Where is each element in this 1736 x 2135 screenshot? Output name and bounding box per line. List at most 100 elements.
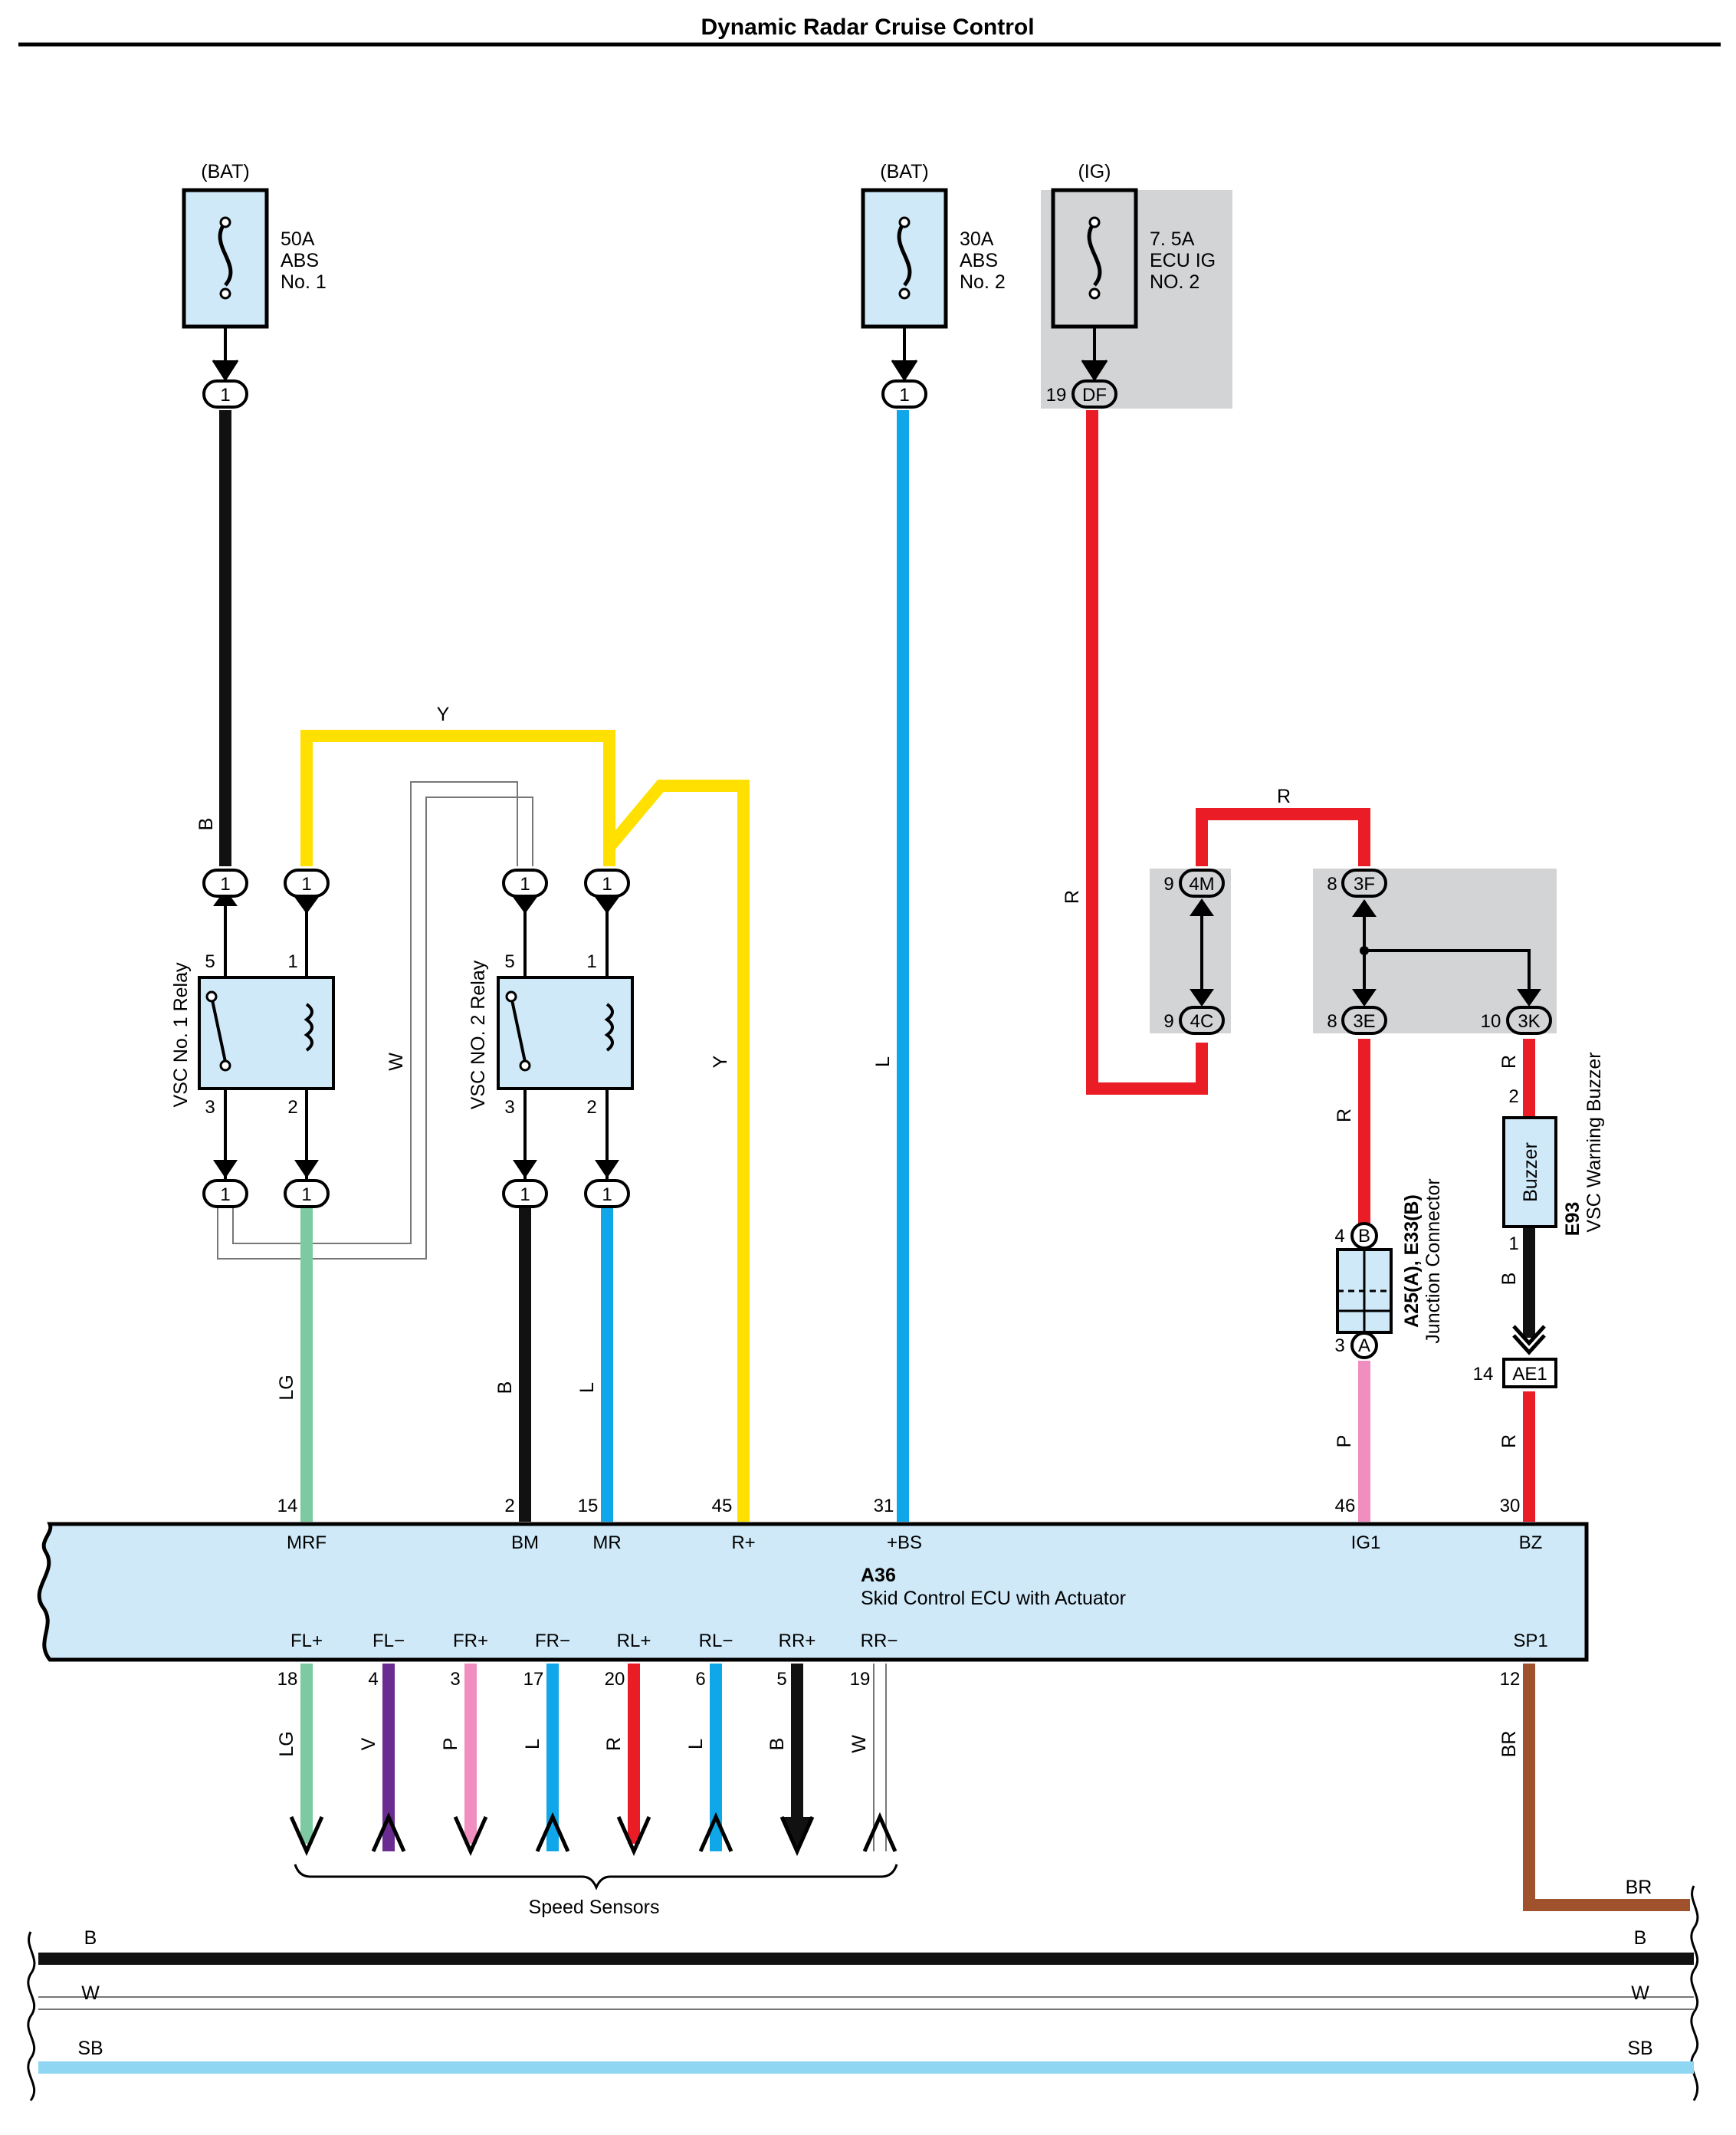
relay-name: VSC NO. 2 Relay [468,960,489,1109]
page-title: Dynamic Radar Cruise Control [701,15,1034,40]
svg-text:3: 3 [205,1097,215,1118]
junction-3f-3e-3k: 3F 8 3E 8 3K 10 [1313,869,1557,1035]
connector-pin [1071,379,1117,409]
wire-label-y: Y [710,1055,731,1068]
connector-pin [502,869,548,898]
fuse-abs-no1: (BAT) 50A ABS No. 1 1 [182,161,327,409]
junction-4m-4c: 4M 9 4C 9 [1150,869,1231,1035]
svg-text:1: 1 [520,1184,530,1205]
fuse-rating: 50A [281,228,315,250]
arrow-up-icon [698,1811,733,1853]
svg-text:1: 1 [899,385,909,406]
connector-pin [584,1179,630,1208]
svg-text:14: 14 [1473,1364,1494,1384]
svg-text:1: 1 [602,1184,612,1205]
arrow-down-icon [212,360,239,382]
svg-text:1: 1 [586,951,596,972]
wire-label-p: P [1334,1435,1355,1448]
wire-label-b: B [195,818,217,831]
fuse-rating: 7. 5A [1150,228,1195,250]
speed-sensors-label: Speed Sensors [529,1897,660,1918]
svg-text:FL−: FL− [372,1631,405,1651]
wire-label-r-bz: R [1498,1434,1520,1448]
wire-label-b-buzzer: B [1498,1273,1520,1286]
connector-pin [1506,1006,1552,1035]
wire-r-junction [1196,808,1370,866]
svg-text:9: 9 [1163,874,1173,895]
svg-text:1: 1 [220,874,230,895]
svg-text:14: 14 [277,1496,298,1516]
speed-sensors-bracket [294,1864,898,1890]
svg-text:3: 3 [1334,1335,1344,1356]
wire-label-l-bs: L [872,1056,894,1067]
svg-text:2: 2 [1508,1086,1518,1107]
fuse-number: No. 1 [281,271,327,293]
arrow-up-icon [862,1811,898,1853]
wire-label-y-top: Y [437,704,450,725]
svg-text:45: 45 [712,1496,733,1516]
fuse-rating: 30A [960,228,994,250]
wire-label-r-top: R [1277,786,1291,807]
svg-text:BR: BR [1498,1731,1520,1758]
svg-text:MR: MR [592,1532,621,1553]
svg-text:3E: 3E [1353,1011,1375,1032]
svg-text:30: 30 [1500,1496,1521,1516]
junction-connector-id: A25(A), E33(B) [1401,1194,1423,1328]
connector-pin [1341,869,1387,898]
svg-text:1: 1 [301,874,311,895]
relay-name: VSC No. 1 Relay [170,962,192,1107]
fuse-abs-no2: (BAT) 30A ABS No. 2 1 [861,161,1006,409]
ecu-id: A36 [861,1565,896,1586]
wire-label-r: R [1062,890,1083,904]
svg-text:W: W [848,1735,870,1753]
fuse-source: (IG) [1078,161,1111,182]
svg-text:RL−: RL− [699,1631,733,1651]
svg-text:FL+: FL+ [290,1631,323,1651]
arrow-up-icon [1352,899,1377,917]
svg-text:SB: SB [1627,2038,1652,2059]
connector-pin [202,1179,248,1208]
svg-text:LG: LG [276,1731,297,1756]
bus-lines: B B W W SB SB [27,1885,1699,2101]
relay-coil-icon [304,1003,313,1052]
svg-text:17: 17 [523,1669,544,1690]
fuse-name: ABS [960,250,998,271]
wire-label-r-3e: R [1334,1109,1355,1122]
svg-text:L: L [522,1739,543,1749]
arrow-down-icon [616,1815,651,1857]
fuse-element-icon [218,221,233,287]
svg-text:3: 3 [504,1097,514,1118]
svg-text:18: 18 [277,1669,298,1690]
arrow-down-icon [595,1160,619,1178]
relay-vsc-no2: 1 1 5 1 3 2 VSC NO. 2 Relay 1 1 [468,869,634,1208]
speed-sensor-wires: 18 LG 4 V 3 P 17 L 20 R 6 L 5 B [276,1664,1652,1918]
svg-text:19: 19 [850,1669,871,1690]
svg-text:1: 1 [602,874,612,895]
svg-text:10: 10 [1481,1011,1501,1032]
fuse-name: ABS [281,250,319,271]
junction-connector: B 4 A 3 A25(A), E33(B) Junction Connecto… [1334,1178,1444,1359]
connector-pin [1350,1332,1378,1359]
svg-text:12: 12 [1500,1669,1521,1690]
relay-box [198,976,335,1090]
svg-text:2: 2 [586,1097,596,1118]
svg-text:3K: 3K [1518,1011,1540,1032]
svg-text:A: A [1358,1335,1370,1356]
buzzer-label: Buzzer [1520,1142,1541,1202]
svg-text:6: 6 [695,1669,705,1690]
relay-switch-icon [210,996,227,1063]
connector-pin [502,1179,548,1208]
svg-text:FR−: FR− [535,1631,570,1651]
arrow-down-icon [513,1160,537,1178]
svg-text:2: 2 [504,1496,514,1516]
ecu-body [37,1522,1589,1662]
svg-text:DF: DF [1082,385,1107,406]
svg-text:5: 5 [504,951,514,972]
connector-pin [284,1179,330,1208]
relay-switch-icon [510,996,527,1063]
fuse-source: (BAT) [201,161,249,182]
svg-text:SP1: SP1 [1513,1631,1547,1651]
svg-text:9: 9 [1163,1011,1173,1032]
svg-text:2: 2 [287,1097,297,1118]
svg-text:AE1: AE1 [1512,1364,1547,1384]
